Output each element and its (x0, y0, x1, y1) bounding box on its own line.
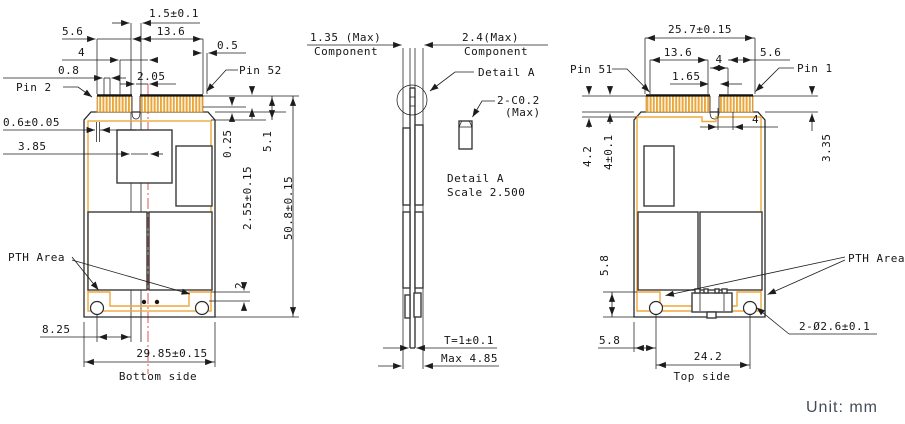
pin52-leader (206, 69, 238, 92)
side-component (175, 145, 213, 207)
dim-13-6: 13.6 (664, 46, 693, 59)
pin2-leader (63, 86, 93, 98)
nand-chip-left (637, 211, 699, 291)
detail-a-callout: Detail A (478, 66, 535, 79)
bottom-side-title: Bottom side (119, 370, 197, 383)
dim-key-slot: 1.5±0.1 (149, 7, 199, 20)
pin1-leader (755, 67, 794, 92)
dim-4-edge: 4 (752, 113, 759, 126)
dim-5-8-horizontal: 5.8 (599, 334, 620, 347)
key-notch (131, 96, 141, 120)
pth-leader-right (71, 259, 191, 295)
detail-a-circle (396, 84, 428, 116)
dim-max-height: Max 4.85 (441, 352, 498, 365)
dimension-arrows (307, 41, 548, 370)
mounting-hole (648, 300, 664, 316)
dim-0-6: 0.6±0.05 (3, 116, 60, 129)
pth-leader-right (767, 259, 846, 295)
pth-leader-left (665, 256, 846, 297)
component-label-left: Component (314, 45, 378, 58)
dimension-arrows (3, 19, 297, 366)
dim-4-tol: 4±0.1 (602, 134, 615, 170)
dim-3-85: 3.85 (18, 140, 47, 153)
pth-area-label: PTH Area (8, 251, 65, 264)
mounting-hole (194, 300, 210, 316)
top-side-title: Top side (674, 370, 731, 383)
detail-a-drawing (458, 120, 473, 150)
dim-comp-right-max: 2.4(Max) (462, 31, 519, 44)
fiducial-dot (141, 299, 147, 305)
small-component (643, 145, 675, 207)
dim-24-2: 24.2 (694, 350, 723, 363)
module-body-top (633, 111, 766, 318)
component-label-right: Component (464, 45, 528, 58)
dim-25-7: 25.7±0.15 (668, 23, 732, 36)
chamfer-label: 2-C0.2 (497, 94, 540, 107)
chamfer-leader (472, 100, 495, 118)
dim-5-8-vertical: 5.8 (598, 255, 611, 276)
dim-0-5: 0.5 (217, 39, 238, 52)
dim-4-2: 4.2 (581, 146, 594, 167)
controller-chip (116, 129, 173, 184)
dim-4-gap: 4 (715, 53, 722, 66)
unit-label: Unit: mm (806, 399, 878, 416)
detail-a-leader (429, 71, 474, 92)
dim-2: 2 (233, 282, 246, 289)
chamfer-max-label: (Max) (505, 106, 541, 119)
pin51-leader (612, 68, 650, 93)
side-components (402, 124, 424, 319)
dim-5-1: 5.1 (261, 131, 274, 152)
pth-leader-left (71, 256, 99, 291)
mounting-hole (89, 300, 105, 316)
pth-area-label: PTH Area (848, 252, 905, 265)
pin52-label: Pin 52 (239, 64, 282, 77)
pin1-label: Pin 1 (797, 62, 833, 75)
fiducial-dot (154, 299, 160, 305)
mounting-hole (742, 300, 758, 316)
side-view: 1.35 (Max) Component 2.4(Max) Component … (307, 31, 548, 370)
nand-chip-left (87, 211, 148, 291)
dim-hole-diameter: 2-Ø2.6±0.1 (799, 320, 870, 333)
dim-0-25: 0.25 (221, 130, 234, 159)
dim-comp-left-max: 1.35 (Max) (310, 31, 381, 44)
dim-13-6: 13.6 (157, 25, 186, 38)
bottom-connector (691, 288, 733, 319)
nand-chip-right (699, 211, 763, 291)
dim-4: 4 (78, 46, 85, 59)
dim-thickness: T=1±0.1 (444, 334, 494, 347)
dim-5-6: 5.6 (760, 46, 781, 59)
top-side-view: 25.7±0.15 13.6 4 5.6 1.65 Pin 51 Pin 1 4… (570, 23, 905, 383)
dim-50-8: 50.8±0.15 (282, 176, 295, 240)
dim-1-65: 1.65 (672, 70, 701, 83)
dim-3-35: 3.35 (820, 134, 833, 163)
dim-8-25: 8.25 (42, 323, 71, 336)
dim-5-6: 5.6 (62, 25, 83, 38)
gold-fingers-bottom (96, 94, 204, 120)
dim-0-8: 0.8 (58, 64, 79, 77)
dimension-arrows (585, 34, 877, 369)
dim-2-05: 2.05 (137, 70, 166, 83)
dim-29-85: 29.85±0.15 (136, 347, 207, 360)
detail-a-title: Detail A (447, 172, 504, 185)
dim-2-55: 2.55±0.15 (241, 166, 254, 230)
detail-a-scale: Scale 2.500 (447, 186, 525, 199)
gold-fingers-top (645, 94, 754, 120)
pin2-label: Pin 2 (16, 81, 52, 94)
pth-channel (88, 291, 211, 307)
nand-chip-right (148, 211, 213, 291)
hole-dia-leader (756, 307, 790, 335)
bottom-side-view: 1.5±0.1 5.6 13.6 4 0.8 2.05 0.5 Pin 2 Pi… (3, 7, 299, 383)
pin51-label: Pin 51 (570, 63, 613, 76)
extension-lines (582, 38, 818, 369)
key-notch (709, 96, 720, 120)
